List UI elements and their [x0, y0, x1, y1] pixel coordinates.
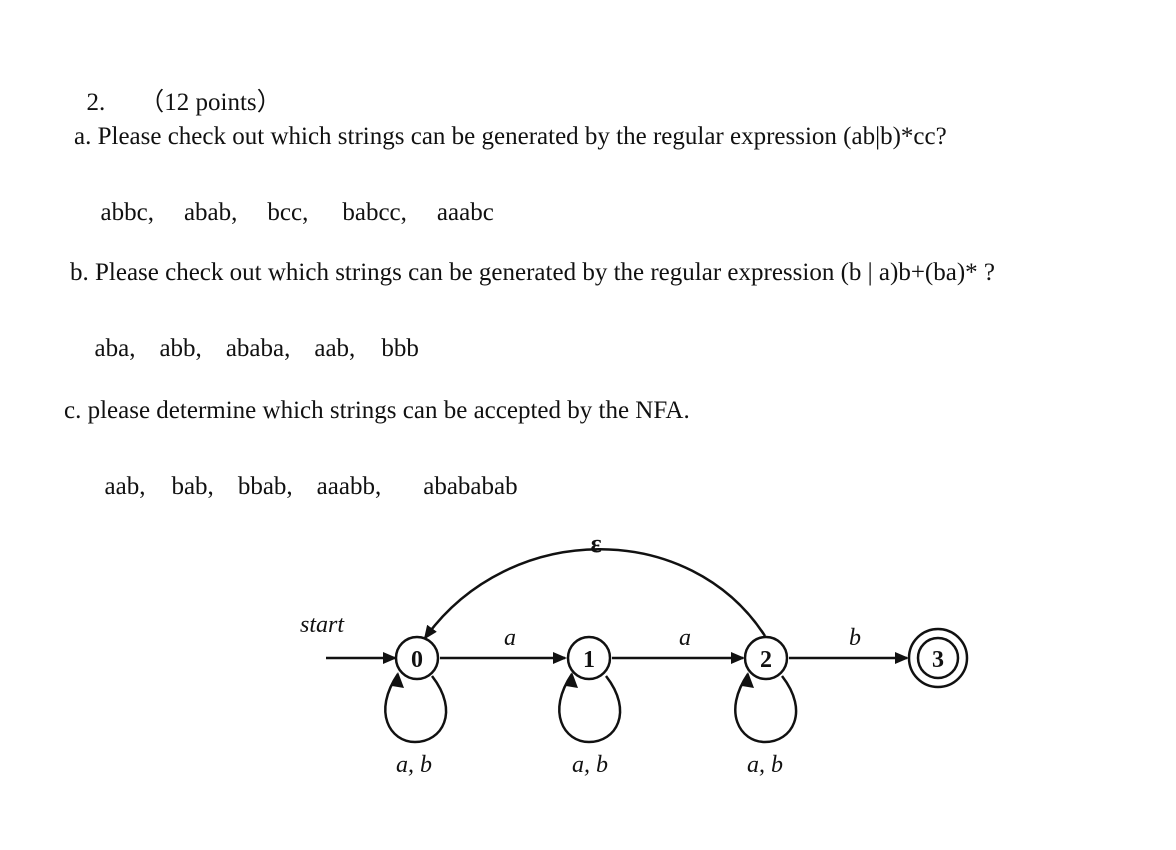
self-loop-2-label: a, b	[747, 752, 783, 778]
edge-1-to-2-label: a	[679, 625, 691, 651]
state-2	[743, 635, 789, 681]
state-0-label: 0	[411, 647, 423, 673]
state-1-label: 1	[583, 647, 595, 673]
candidate-string: abbc,	[100, 199, 154, 226]
start-label: start	[300, 612, 345, 638]
self-loop-1-arrowhead	[566, 672, 578, 688]
candidate-string: bbb	[381, 335, 419, 362]
candidate-string: aaabc	[436, 199, 494, 226]
question-number: 2.	[86, 89, 106, 116]
state-0	[394, 635, 440, 681]
candidate-string: aba,	[94, 335, 136, 362]
candidate-string: abb,	[159, 335, 202, 362]
part-a-prompt: a. Please check out which strings can be…	[74, 123, 947, 150]
edge-2-to-0-label: ε	[590, 529, 601, 558]
candidate-string: babcc,	[342, 199, 407, 226]
candidate-string: aab,	[104, 473, 146, 500]
state-2-label: 2	[760, 647, 772, 673]
self-loop-0	[384, 673, 448, 744]
self-loop-2-arrowhead	[742, 672, 754, 688]
question-points: （12 points）	[139, 89, 282, 116]
question-header: 2. （12 points）	[74, 58, 282, 118]
part-c-strings: aab, bab, bbab, aaabb, abababab	[92, 442, 518, 502]
state-3-label: 3	[932, 647, 944, 673]
part-b-strings: aba, abb, ababa, aab, bbb	[82, 304, 419, 364]
edge-0-to-1-label: a	[504, 625, 516, 651]
edge-2-to-0-epsilon	[423, 548, 767, 640]
candidate-string: ababa,	[225, 335, 291, 362]
state-1	[566, 635, 612, 681]
self-loop-1-label: a, b	[572, 752, 608, 778]
part-c-prompt: c. please determine which strings can be…	[64, 397, 690, 424]
candidate-string: aaabb,	[316, 473, 382, 500]
edge-2-to-3-label: b	[849, 625, 861, 651]
candidate-string: bab,	[171, 473, 214, 500]
candidate-string: bbab,	[237, 473, 293, 500]
self-loop-0-arrowhead	[392, 672, 404, 688]
candidate-string: bcc,	[267, 199, 309, 226]
candidate-string: abab,	[183, 199, 238, 226]
part-a-strings: abbc, abab, bcc, babcc, aaabc	[88, 168, 494, 228]
self-loop-2	[734, 673, 798, 744]
candidate-string: aab,	[314, 335, 356, 362]
self-loop-0-label: a, b	[396, 752, 432, 778]
part-b-prompt: b. Please check out which strings can be…	[70, 259, 996, 286]
candidate-string: abababab	[423, 473, 518, 500]
self-loop-1	[558, 673, 622, 744]
state-3	[916, 636, 960, 680]
